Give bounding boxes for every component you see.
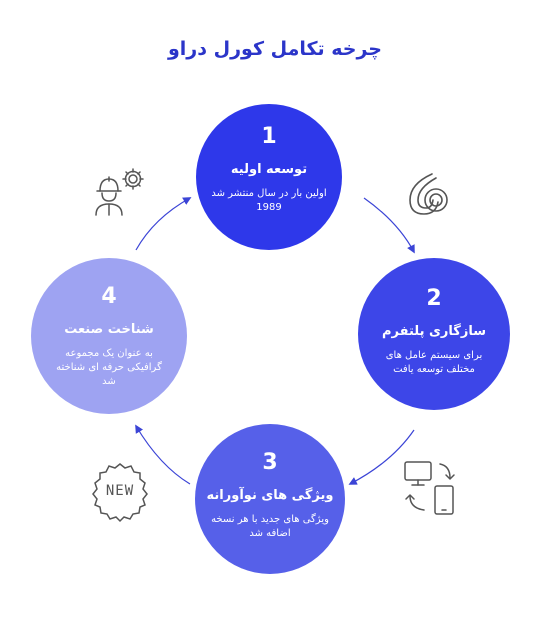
step-2-circle: 2 سازگاری پلتفرم برای سیستم عامل های مخت… [358, 258, 510, 410]
step-4-circle: 4 شناخت صنعت به عنوان یک مجموعه گرافیکی … [31, 258, 187, 414]
new-badge-icon: NEW [89, 461, 151, 523]
step-number: 1 [261, 124, 277, 149]
corel-logo-icon [409, 173, 448, 215]
page-title: چرخه تکامل کورل دراو [167, 38, 382, 60]
step-heading: سازگاری پلتفرم [382, 324, 486, 339]
step-description: برای سیستم عامل های مختلف توسعه یافت [385, 350, 483, 375]
step-number: 2 [426, 286, 442, 311]
devices-sync-icon [404, 461, 455, 515]
step-heading: شناخت صنعت [64, 322, 154, 337]
step-heading: ویژگی های نوآورانه [206, 488, 334, 503]
step-3-circle: 3 ویژگی های نوآورانه ویژگی های جدید با ه… [195, 424, 345, 574]
new-badge-label: NEW [105, 483, 135, 499]
step-heading: توسعه اولیه [230, 162, 308, 177]
step-description: اولین بار در سال منتشر شد 1989 [211, 188, 327, 213]
step-number: 3 [262, 450, 278, 475]
step-description: به عنوان یک مجموعه گرافیکی حرفه ای شناخت… [56, 348, 162, 387]
engineer-gear-icon [95, 168, 144, 216]
step-1-circle: 1 توسعه اولیه اولین بار در سال منتشر شد … [196, 104, 342, 250]
step-number: 4 [101, 284, 117, 309]
step-description: ویژگی های جدید با هر نسخه اضافه شد [211, 514, 329, 539]
